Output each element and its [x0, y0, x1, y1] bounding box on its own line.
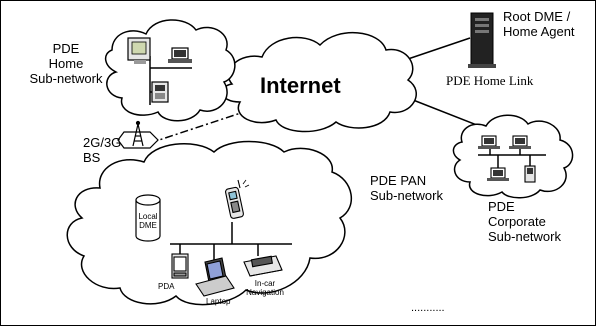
home-laptop-icon	[168, 47, 192, 63]
pde-home-link-label: PDE Home Link	[446, 73, 534, 88]
mobile-phone-icon	[225, 179, 250, 219]
in-car-line-1: In-car	[254, 279, 276, 288]
in-car-line-2: Navigation	[246, 288, 284, 298]
root-dme-line-1: Root DME /	[503, 9, 571, 24]
pde-pan-subnetwork-label: PDE PAN Sub-network	[370, 173, 443, 204]
pde-home-subnetwork-label: PDE Home Sub-network	[18, 41, 114, 87]
corporate-line-2: Corporate	[488, 213, 546, 229]
pde-home-subnetwork-line-2: Home	[48, 55, 84, 71]
base-station-label: 2G/3G BS	[83, 135, 122, 166]
home-subnetwork-cloud	[104, 19, 236, 122]
in-car-navigation-label: In-car Navigation	[242, 279, 288, 297]
pda-icon	[171, 253, 189, 279]
link-internet-root-dme	[404, 37, 471, 61]
local-dme-database-icon	[135, 194, 161, 242]
pan-subnetwork-cloud	[66, 140, 353, 306]
base-station-line-1: 2G/3G	[83, 135, 122, 150]
pde-home-subnetwork-line-1: PDE	[52, 41, 80, 56]
pde-pan-line-1: PDE PAN	[370, 173, 427, 188]
corporate-laptop-icon-1	[478, 135, 500, 149]
corporate-subnetwork-label: PDE Corporate Sub-network	[488, 199, 561, 245]
local-dme-line-2: DME	[139, 221, 157, 231]
in-car-navigation-icon	[243, 255, 283, 277]
local-dme-label: Local DME	[134, 212, 162, 230]
corporate-pda-icon	[524, 165, 536, 183]
corporate-laptop-icon-2	[509, 135, 531, 149]
corporate-line-1: PDE	[488, 199, 515, 214]
root-dme-line-2: Home Agent	[503, 23, 575, 39]
laptop-label: Laptop	[206, 297, 231, 306]
internet-label: Internet	[260, 73, 341, 98]
internet-cloud	[221, 32, 417, 133]
local-dme-line-1: Local	[138, 212, 158, 221]
ellipsis-label: ...........	[411, 302, 445, 314]
pde-home-subnetwork-line-3: Sub-network	[29, 70, 103, 86]
pan-laptop-icon	[195, 257, 235, 297]
root-dme-label: Root DME / Home Agent	[503, 9, 575, 40]
corporate-subnetwork-cloud	[452, 114, 574, 199]
corporate-network-devices	[478, 148, 546, 168]
corporate-line-3: Sub-network	[488, 228, 561, 244]
pde-pan-line-2: Sub-network	[370, 187, 443, 203]
corporate-laptop-icon-3	[487, 167, 509, 181]
pda-label: PDA	[158, 282, 175, 291]
base-station-line-2: BS	[83, 149, 101, 165]
root-dme-server-icon	[468, 12, 496, 68]
base-station-icon	[117, 120, 159, 149]
home-phone-icon	[151, 81, 169, 103]
home-desktop-icon	[127, 37, 151, 64]
